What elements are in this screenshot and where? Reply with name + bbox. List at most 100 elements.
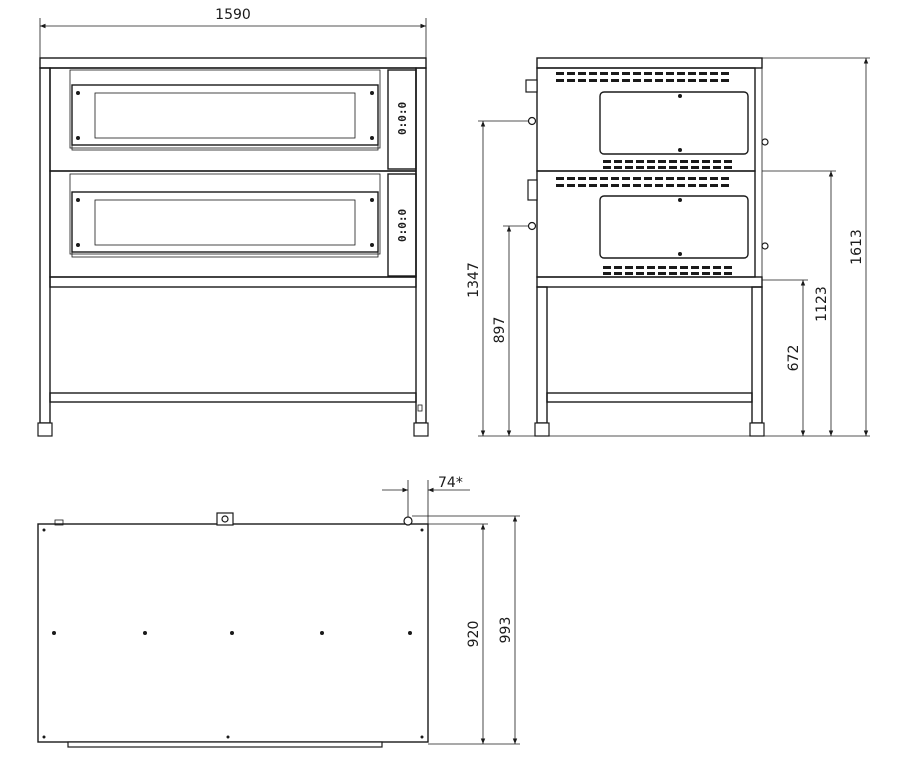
vent-slot — [589, 177, 597, 180]
svg-text:897: 897 — [492, 317, 508, 344]
vent-slot — [677, 79, 685, 82]
vent-slot — [655, 177, 663, 180]
vent-slot — [713, 272, 721, 275]
upper-door-handle — [71, 144, 379, 151]
vent-slot — [622, 177, 630, 180]
vent-slot — [578, 79, 586, 82]
svg-text:672: 672 — [786, 345, 802, 372]
vent-slot — [625, 266, 633, 269]
svg-text:920: 920 — [466, 621, 482, 648]
vent-slot — [567, 184, 575, 187]
top-door-edge — [67, 741, 383, 748]
vent-slot — [691, 266, 699, 269]
vent-slot — [614, 266, 622, 269]
vent-slot — [721, 184, 729, 187]
vent-slot — [702, 166, 710, 169]
vent-slot — [556, 72, 564, 75]
vent-slot — [680, 166, 688, 169]
vent-slot — [611, 177, 619, 180]
dim-lower-deck-height: 1123 — [814, 171, 834, 436]
vent-slot — [699, 184, 707, 187]
vent-slot — [680, 266, 688, 269]
dim-upper-door-height: 1347 — [466, 121, 486, 436]
vent-slot — [636, 166, 644, 169]
vent-slot — [713, 160, 721, 163]
vent-slot — [633, 184, 641, 187]
vent-slot — [603, 266, 611, 269]
vent-slot — [666, 79, 674, 82]
vent-slot — [666, 72, 674, 75]
vent-slot — [724, 166, 732, 169]
vent-slot — [625, 272, 633, 275]
side-top-cover — [536, 57, 763, 69]
vent-slot — [622, 72, 630, 75]
vent-slot — [713, 166, 721, 169]
vent-slot — [691, 160, 699, 163]
vent-slot — [655, 79, 663, 82]
vent-slot — [600, 79, 608, 82]
lower-door — [71, 191, 379, 253]
vent-slot — [567, 79, 575, 82]
vent-slot — [702, 160, 710, 163]
vent-slot — [647, 160, 655, 163]
vent-slot — [647, 266, 655, 269]
top-flue-outlet — [403, 516, 413, 526]
vent-slot — [710, 72, 718, 75]
vent-slot — [680, 272, 688, 275]
side-lower-knob — [527, 221, 537, 231]
vent-slot — [658, 160, 666, 163]
vent-slot — [688, 184, 696, 187]
upper-control-panel — [387, 69, 417, 170]
svg-text:74*: 74* — [438, 475, 463, 491]
vent-slot — [658, 266, 666, 269]
vent-slot — [647, 272, 655, 275]
vent-slot — [655, 184, 663, 187]
vent-slot — [688, 79, 696, 82]
upper-control-readout: 0:0:0 — [396, 102, 409, 135]
vent-slot — [688, 177, 696, 180]
vent-slot — [600, 72, 608, 75]
vent-slot — [614, 160, 622, 163]
front-left-foot — [37, 422, 53, 437]
dim-stand-height: 672 — [786, 280, 806, 436]
vent-slot — [567, 177, 575, 180]
svg-text:1347: 1347 — [466, 262, 482, 298]
vent-slot — [666, 177, 674, 180]
vent-slot — [622, 184, 630, 187]
vent-slot — [633, 72, 641, 75]
vent-slot — [677, 72, 685, 75]
vent-slot — [614, 272, 622, 275]
vent-slot — [724, 272, 732, 275]
side-vent-slots — [556, 72, 732, 275]
vent-slot — [669, 166, 677, 169]
front-width-label: 1590 — [215, 7, 251, 23]
side-upper-knob — [527, 116, 537, 126]
vent-slot — [710, 177, 718, 180]
lower-control-readout: 0:0:0 — [396, 209, 409, 242]
lower-deck-front: 0:0:0 — [49, 170, 417, 278]
front-right-post — [415, 67, 427, 424]
vent-slot — [556, 184, 564, 187]
vent-slot — [614, 166, 622, 169]
vent-slot — [702, 266, 710, 269]
vent-slot — [589, 184, 597, 187]
vent-slot — [611, 72, 619, 75]
front-view: 1590 0:0:0 — [37, 7, 429, 437]
vent-slot — [644, 79, 652, 82]
svg-text:993: 993 — [498, 617, 514, 644]
vent-slot — [600, 184, 608, 187]
vent-slot — [658, 166, 666, 169]
upper-door-window — [94, 92, 356, 139]
svg-text:1123: 1123 — [814, 286, 830, 322]
side-left-post — [536, 286, 548, 424]
lower-control-panel — [387, 173, 417, 277]
vent-slot — [721, 72, 729, 75]
lower-door-window — [94, 199, 356, 246]
vent-slot — [603, 166, 611, 169]
vent-slot — [677, 184, 685, 187]
vent-slot — [578, 184, 586, 187]
vent-slot — [710, 184, 718, 187]
dim-depth-inner: 920 — [466, 524, 486, 744]
vent-slot — [589, 72, 597, 75]
